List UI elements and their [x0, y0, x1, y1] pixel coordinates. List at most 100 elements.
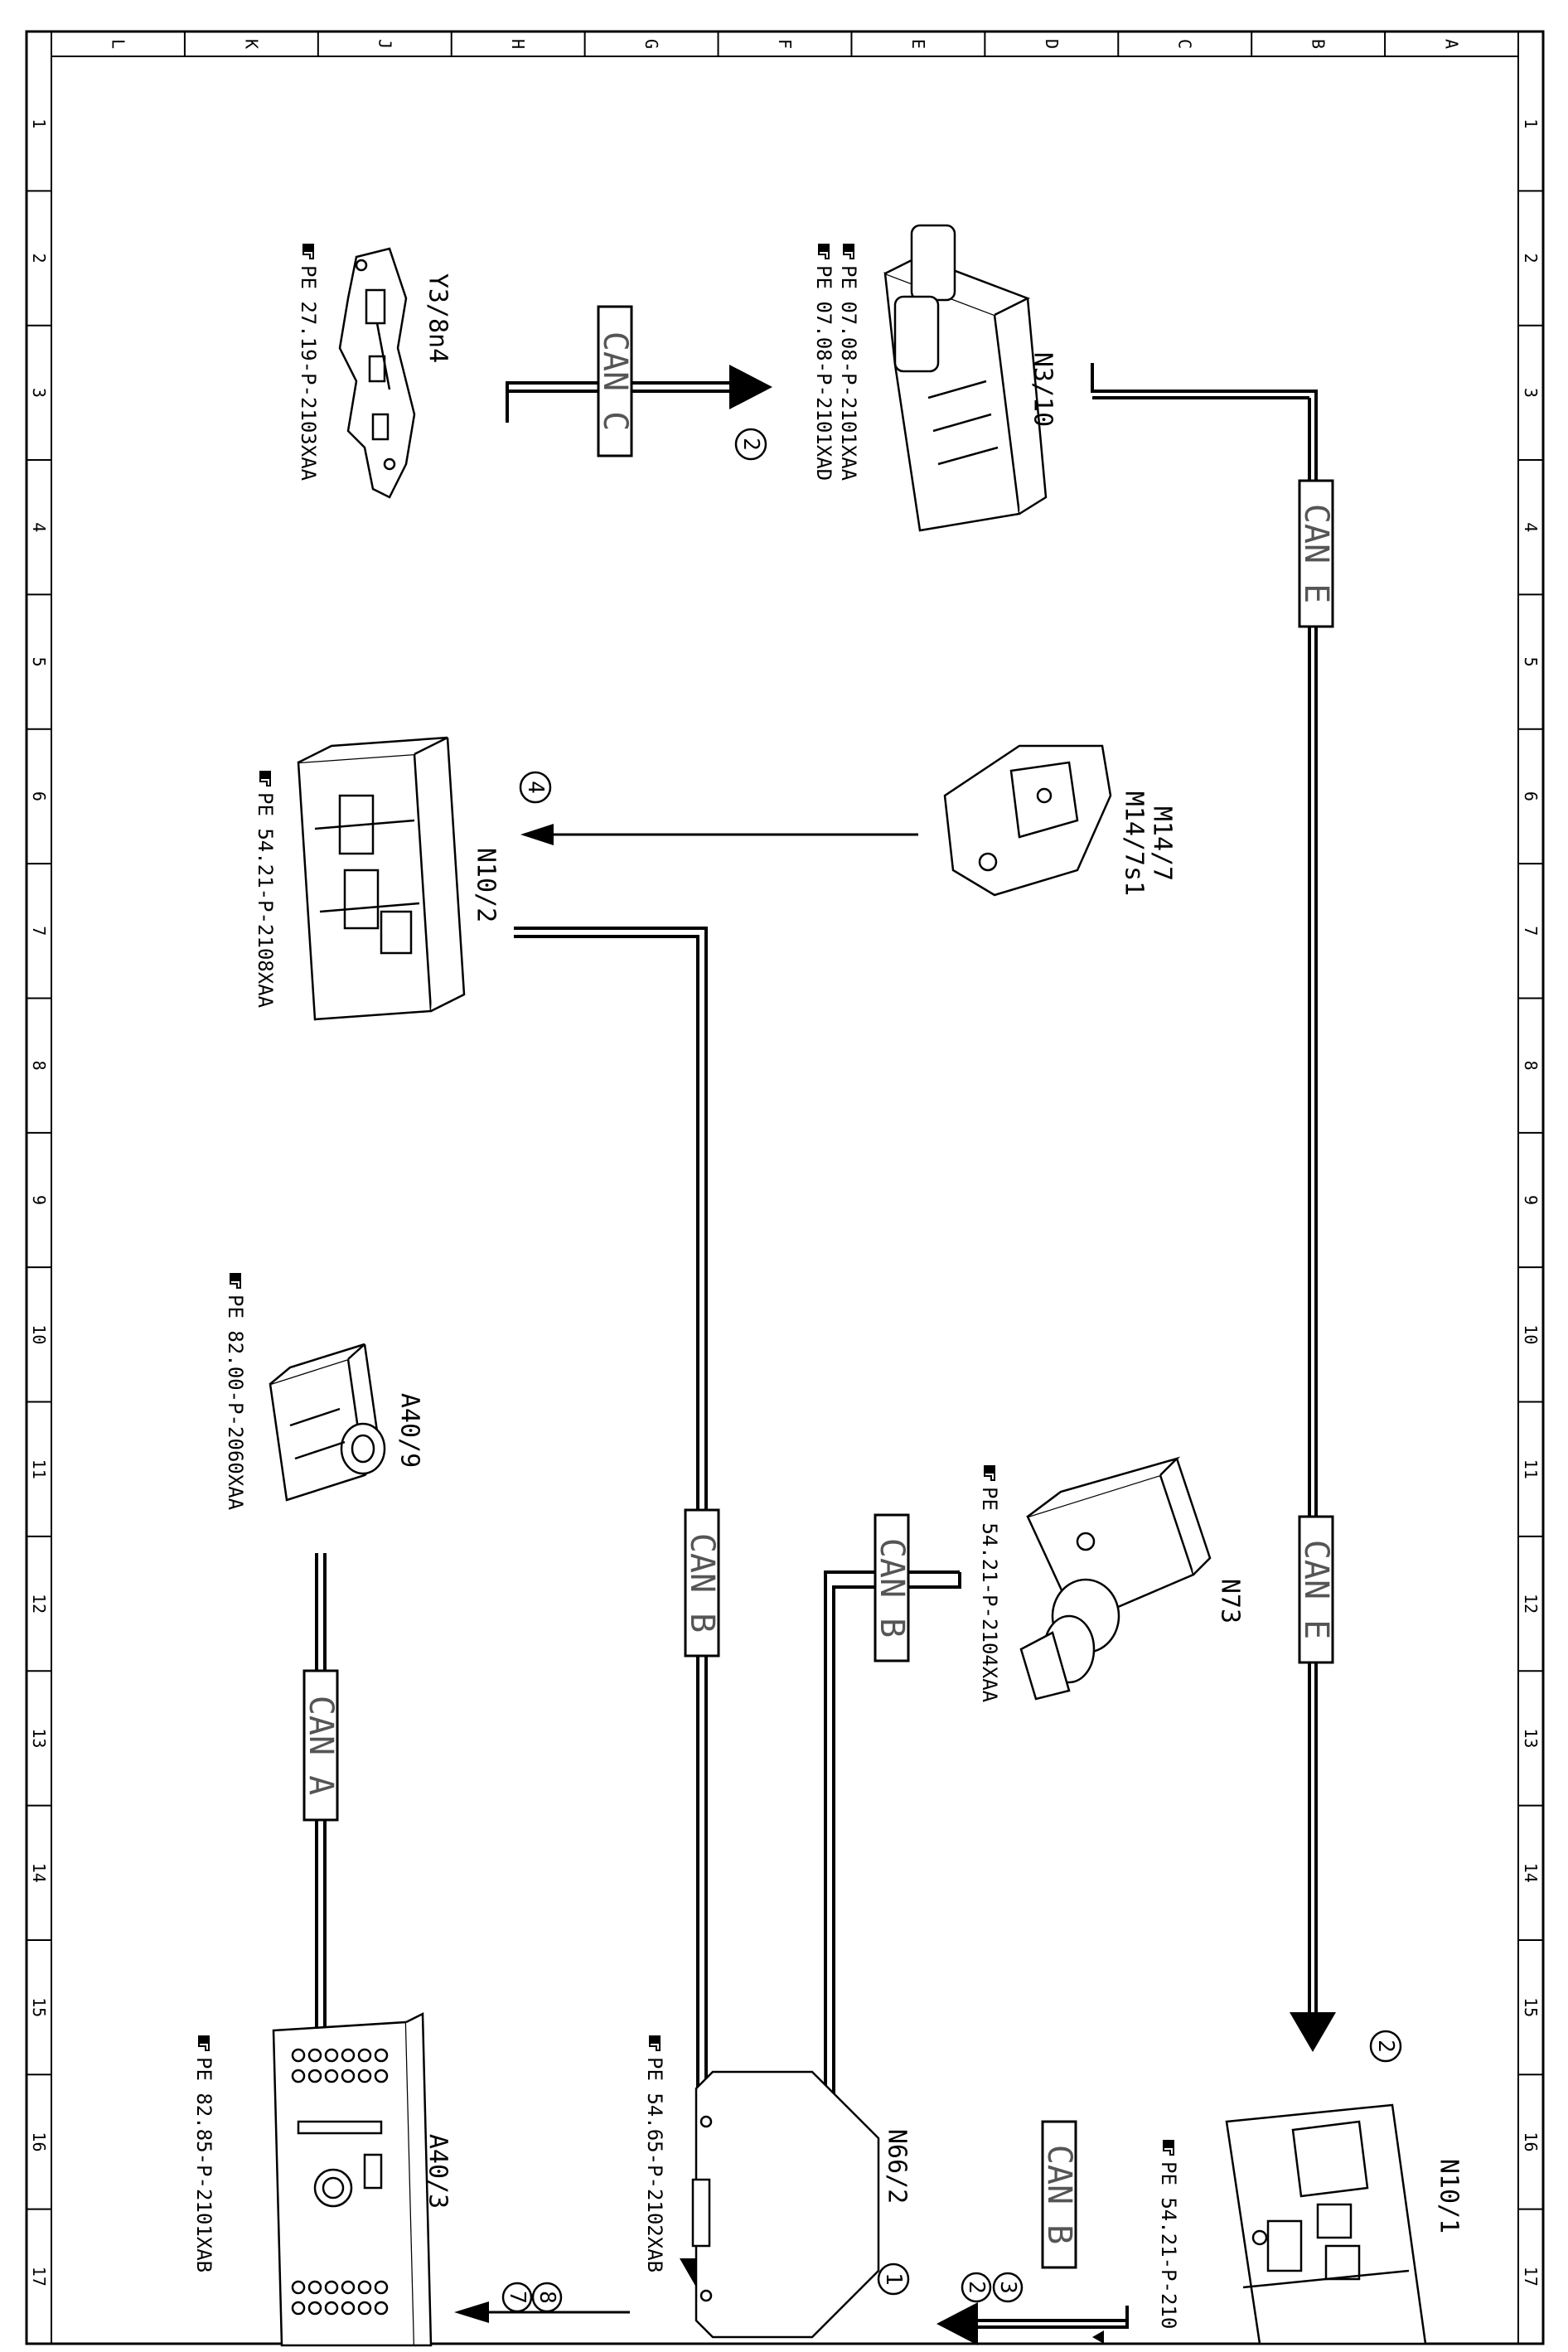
svg-text:CAN A: CAN A	[302, 1696, 340, 1795]
marker-n10-1-to-n66-a: 3	[992, 2272, 1024, 2303]
component-n73-ref: PE 54.21-P-2104XAA	[978, 1464, 1001, 1703]
grid-row-label: 12	[29, 1594, 49, 1614]
svg-text:PE 27.19-P-2103XAA: PE 27.19-P-2103XAA	[297, 265, 320, 482]
hand-pointer-icon	[842, 243, 855, 259]
grid-row-label: 15	[29, 1997, 49, 2017]
marker-n66-to-a40-3-b: 7	[501, 2282, 533, 2313]
grid-row-label: 16	[1521, 2132, 1541, 2151]
svg-text:CAN E: CAN E	[1297, 1540, 1335, 1639]
component-n3-10-label: N3/10	[1028, 352, 1057, 427]
hand-pointer-icon	[648, 2035, 661, 2051]
component-y3-8n4-label: Y3/8n4	[423, 273, 452, 363]
svg-text:2: 2	[964, 2281, 989, 2294]
svg-text:7: 7	[505, 2291, 530, 2304]
bus-label-can-c: CAN C	[596, 305, 634, 457]
grid-row-label: 7	[29, 926, 49, 936]
grid-row-label: 3	[29, 388, 49, 398]
grid-row-label: 5	[29, 657, 49, 667]
grid-row-label: 15	[1521, 1997, 1541, 2017]
grid-row-label: 11	[29, 1459, 49, 1479]
bus-lines	[298, 363, 1336, 2345]
grid-column-label: D	[1042, 39, 1062, 49]
svg-text:CAN B: CAN B	[683, 1533, 721, 1633]
component-n73-label: N73	[1216, 1579, 1245, 1624]
component-a40-9-label: A40/9	[395, 1393, 424, 1468]
bus-label-can-e-top: CAN E	[1297, 479, 1335, 628]
grid-row-label: 1	[1521, 119, 1541, 128]
component-y3-8n4-ref: PE 27.19-P-2103XAA	[297, 243, 320, 482]
svg-text:CAN B: CAN B	[1040, 2145, 1078, 2244]
grid-row-label: 14	[29, 1863, 49, 1883]
svg-text:PE 82.85-P-2101XAB: PE 82.85-P-2101XAB	[192, 2057, 215, 2272]
svg-text:PE 07.08-P-2101XAD: PE 07.08-P-2101XAD	[812, 265, 835, 481]
component-y3-8n4-drawing	[338, 247, 416, 499]
grid-row-label: 6	[29, 791, 49, 801]
grid-row-label: 14	[1521, 1863, 1541, 1883]
grid-row-label: 13	[29, 1728, 49, 1748]
grid-row-label: 5	[1521, 657, 1541, 667]
component-n66-2-drawing	[691, 2070, 880, 2339]
grid-column-label: A	[1442, 39, 1462, 49]
grid-row-label: 8	[29, 1061, 49, 1071]
svg-text:PE 82.00-P-2060XAA: PE 82.00-P-2060XAA	[224, 1295, 247, 1511]
grid-row-label: 4	[29, 522, 49, 532]
component-m14-7-label: M14/7	[1148, 806, 1177, 881]
grid-column-label: E	[908, 39, 928, 49]
svg-text:2: 2	[1373, 2040, 1398, 2053]
hand-pointer-icon	[817, 243, 830, 259]
grid-row-label: 12	[1521, 1594, 1541, 1614]
component-n3-10-ref: PE 07.08-P-2101XAA PE 07.08-P-2101XAD	[812, 243, 860, 482]
svg-text:CAN C: CAN C	[596, 332, 634, 431]
bus-label-can-b-n10-2: CAN B	[683, 1508, 721, 1658]
grid-row-label: 16	[29, 2132, 49, 2151]
svg-text:PE 54.21-P-2104XAA: PE 54.21-P-2104XAA	[978, 1487, 1001, 1703]
grid-row-label: 2	[29, 254, 49, 264]
component-n66-2-label: N66/2	[883, 2129, 912, 2204]
component-n10-1-drawing	[1225, 2103, 1427, 2345]
hand-pointer-icon	[1162, 2139, 1175, 2156]
bus-label-can-b-n10-1: CAN B	[1040, 2120, 1078, 2269]
grid-row-label: 11	[1521, 1459, 1541, 1479]
hand-pointer-icon	[302, 243, 315, 259]
grid-row-label: 13	[1521, 1728, 1541, 1748]
grid-column-label: B	[1309, 39, 1328, 49]
component-n73-drawing	[1019, 1456, 1212, 1701]
grid-column-label: K	[241, 39, 261, 49]
svg-text:3: 3	[995, 2281, 1020, 2294]
svg-text:CAN E: CAN E	[1297, 504, 1335, 603]
grid-row-label: 6	[1521, 791, 1541, 801]
grid-row-label: 1	[29, 119, 49, 128]
hand-pointer-icon	[983, 1464, 996, 1481]
svg-text:PE 54.21-P-2108XAA: PE 54.21-P-2108XAA	[254, 792, 277, 1009]
grid-column-label: G	[641, 39, 661, 49]
component-m14-7s1-label: M14/7s1	[1120, 791, 1149, 896]
component-a40-3-ref: PE 82.85-P-2101XAB	[192, 2035, 215, 2272]
component-n10-2-ref: PE 54.21-P-2108XAA	[254, 770, 277, 1009]
grid-row-label: 2	[1521, 254, 1541, 264]
component-n10-2-label: N10/2	[472, 848, 501, 922]
grid-column-label: J	[375, 39, 394, 49]
svg-text:4: 4	[523, 781, 548, 794]
grid-ticks	[27, 31, 1543, 2210]
svg-text:PE 07.08-P-2101XAA: PE 07.08-P-2101XAA	[837, 265, 860, 482]
grid-column-label: H	[508, 39, 528, 49]
component-a40-3-label: A40/3	[423, 2134, 452, 2209]
bus-label-can-b-n73: CAN B	[873, 1513, 911, 1662]
svg-text:PE 54.65-P-2102XAB: PE 54.65-P-2102XAB	[643, 2057, 666, 2272]
hand-pointer-icon	[259, 770, 272, 786]
svg-text:2: 2	[738, 438, 763, 451]
grid-column-label: C	[1175, 39, 1195, 49]
diagram-frame	[25, 30, 1545, 2345]
marker-n10-1-to-n66-b: 2	[961, 2272, 992, 2303]
grid-row-label: 7	[1521, 926, 1541, 936]
grid-row-label: 9	[1521, 1195, 1541, 1205]
marker-n66-to-a40-3-a: 8	[531, 2282, 563, 2313]
component-n3-10-drawing	[883, 224, 1048, 532]
grid-row-label: 17	[29, 2267, 49, 2287]
bus-label-can-e-bottom: CAN E	[1297, 1515, 1335, 1664]
grid-row-label: 9	[29, 1195, 49, 1205]
grid-column-label: F	[775, 39, 795, 49]
component-m14-7-drawing	[943, 744, 1112, 897]
